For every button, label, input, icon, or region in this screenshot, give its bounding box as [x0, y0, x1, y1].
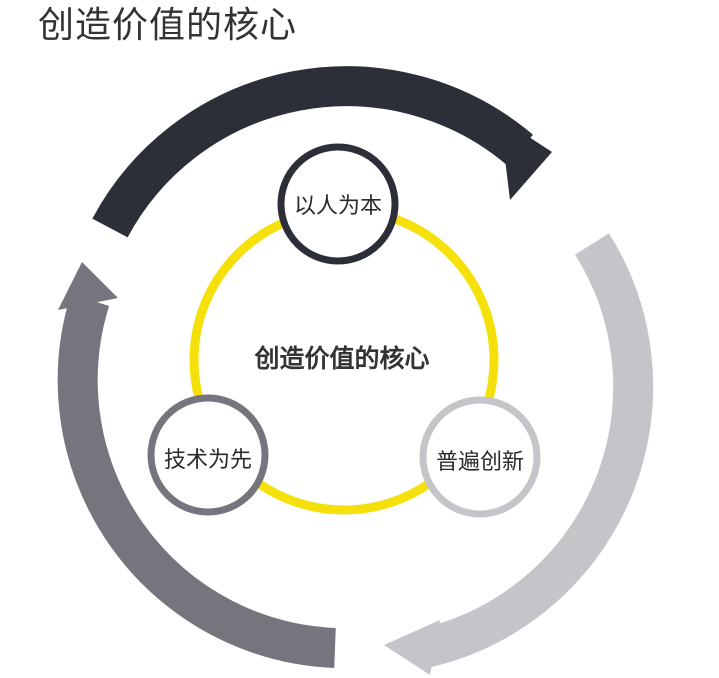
node-label-top: 以人为本 — [293, 194, 383, 219]
node-circle-top — [277, 143, 399, 265]
page-title: 创造价值的核心 — [38, 5, 298, 46]
node-label-left: 技术为先 — [163, 448, 253, 473]
node-label-right: 普遍创新 — [435, 450, 525, 475]
center-label: 创造价值的核心 — [254, 344, 430, 373]
node-circle-right — [419, 396, 541, 518]
node-circle-left — [147, 394, 269, 516]
top-arrow-icon — [92, 66, 552, 238]
right-arrow-icon — [384, 233, 654, 675]
left-arrow-icon — [57, 262, 336, 668]
